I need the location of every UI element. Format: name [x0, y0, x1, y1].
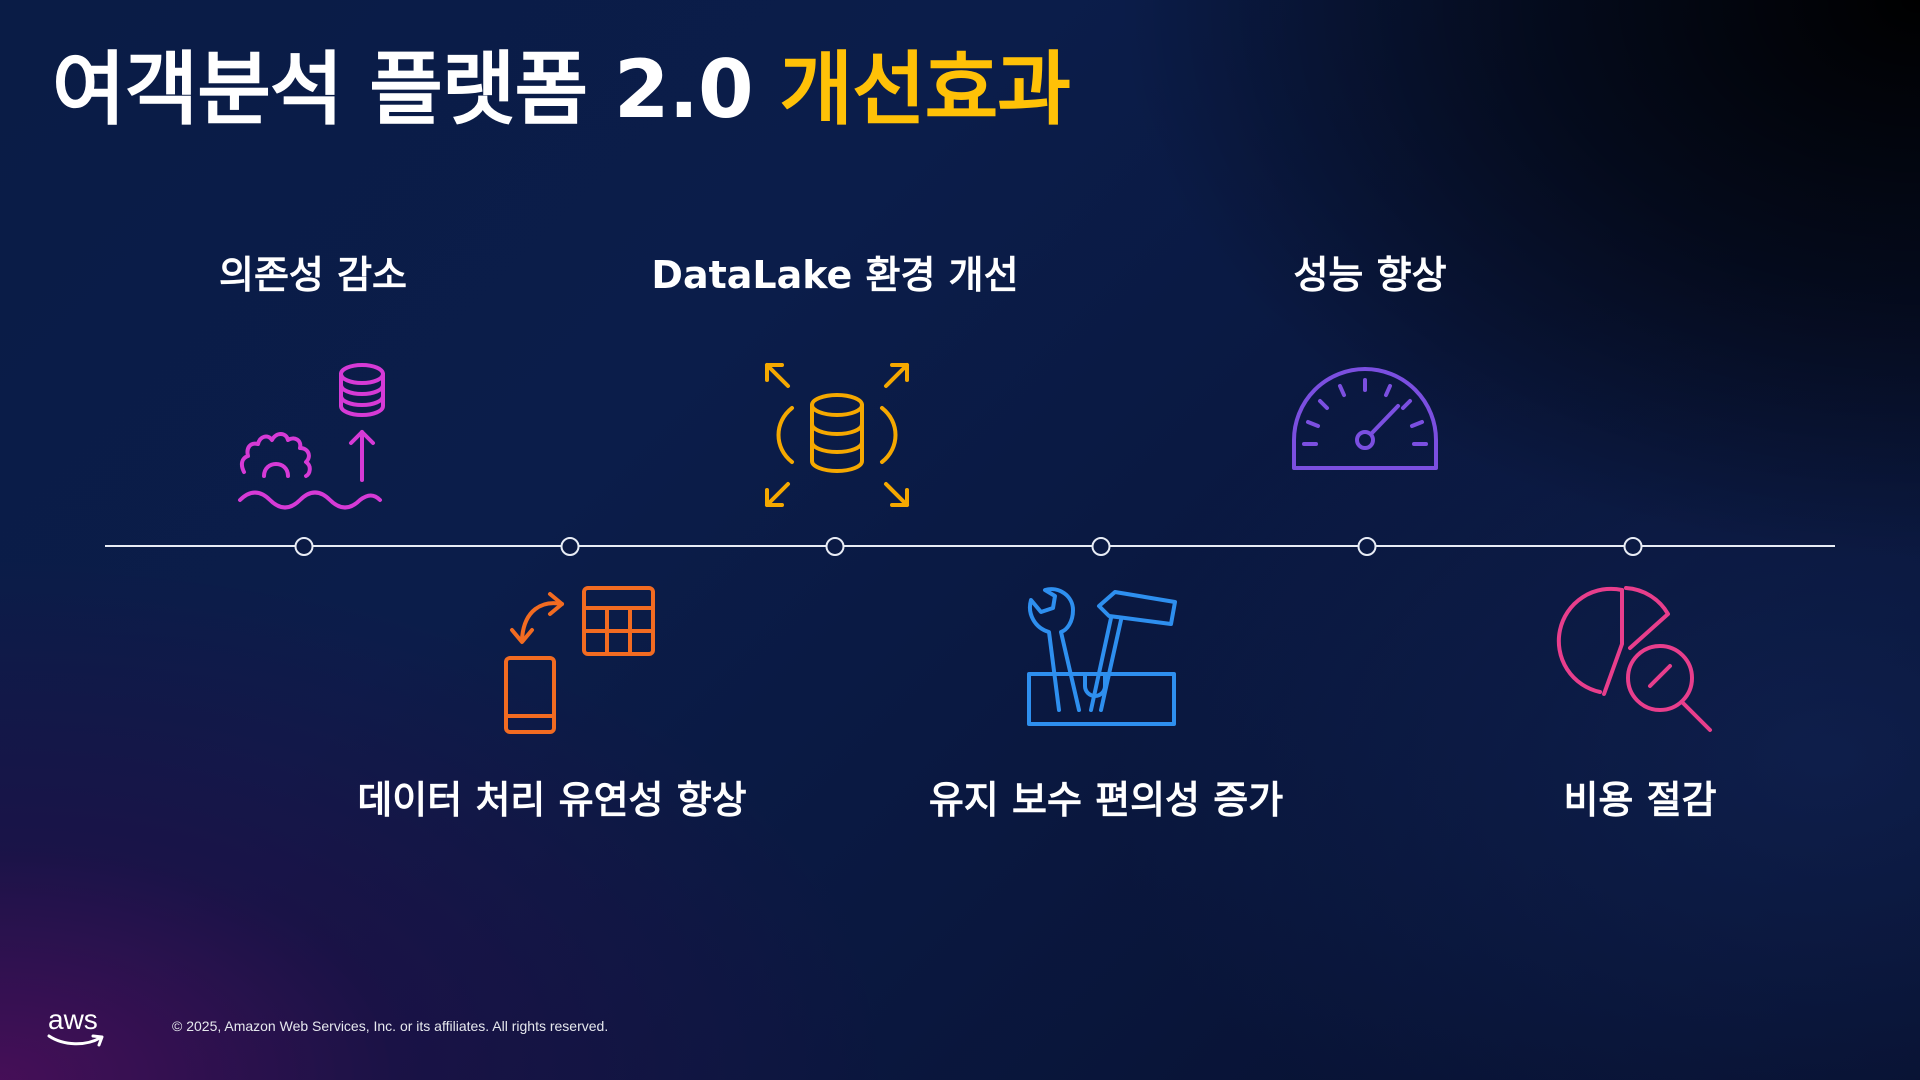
timeline-dot [1623, 537, 1643, 556]
timeline-dot [1091, 537, 1111, 556]
timeline-dot [560, 537, 580, 556]
gear-database-upload-icon [236, 360, 386, 510]
timeline-dot [825, 537, 845, 556]
aws-smile-icon [47, 1034, 104, 1047]
mobile-table-sync-icon [502, 584, 657, 736]
timeline-line [105, 545, 1835, 547]
pie-chart-search-icon [1556, 586, 1716, 734]
benefit-label-performance: 성능 향상 [1293, 253, 1447, 297]
benefit-label-flexibility: 데이터 처리 유연성 향상 [357, 778, 747, 822]
title-accent: 개선효과 [779, 43, 1070, 136]
benefit-label-cost: 비용 절감 [1563, 778, 1717, 822]
copyright-text: © 2025, Amazon Web Services, Inc. or its… [172, 1018, 609, 1034]
benefit-label-maintenance: 유지 보수 편의성 증가 [928, 778, 1284, 822]
benefit-label-dependency: 의존성 감소 [218, 253, 408, 297]
benefit-label-datalake: DataLake 환경 개선 [651, 253, 1019, 297]
aws-logo-text: aws [48, 1004, 98, 1035]
toolbox-icon [1025, 587, 1177, 728]
timeline-dot [294, 537, 314, 556]
database-expand-icon [762, 360, 912, 510]
slide-title: 여객분석 플랫폼 2.0 개선효과 [52, 40, 1071, 140]
speedometer-icon [1290, 364, 1440, 474]
title-main: 여객분석 플랫폼 2.0 [52, 43, 754, 136]
timeline-dot [1357, 537, 1377, 556]
aws-logo: aws [46, 1004, 108, 1048]
